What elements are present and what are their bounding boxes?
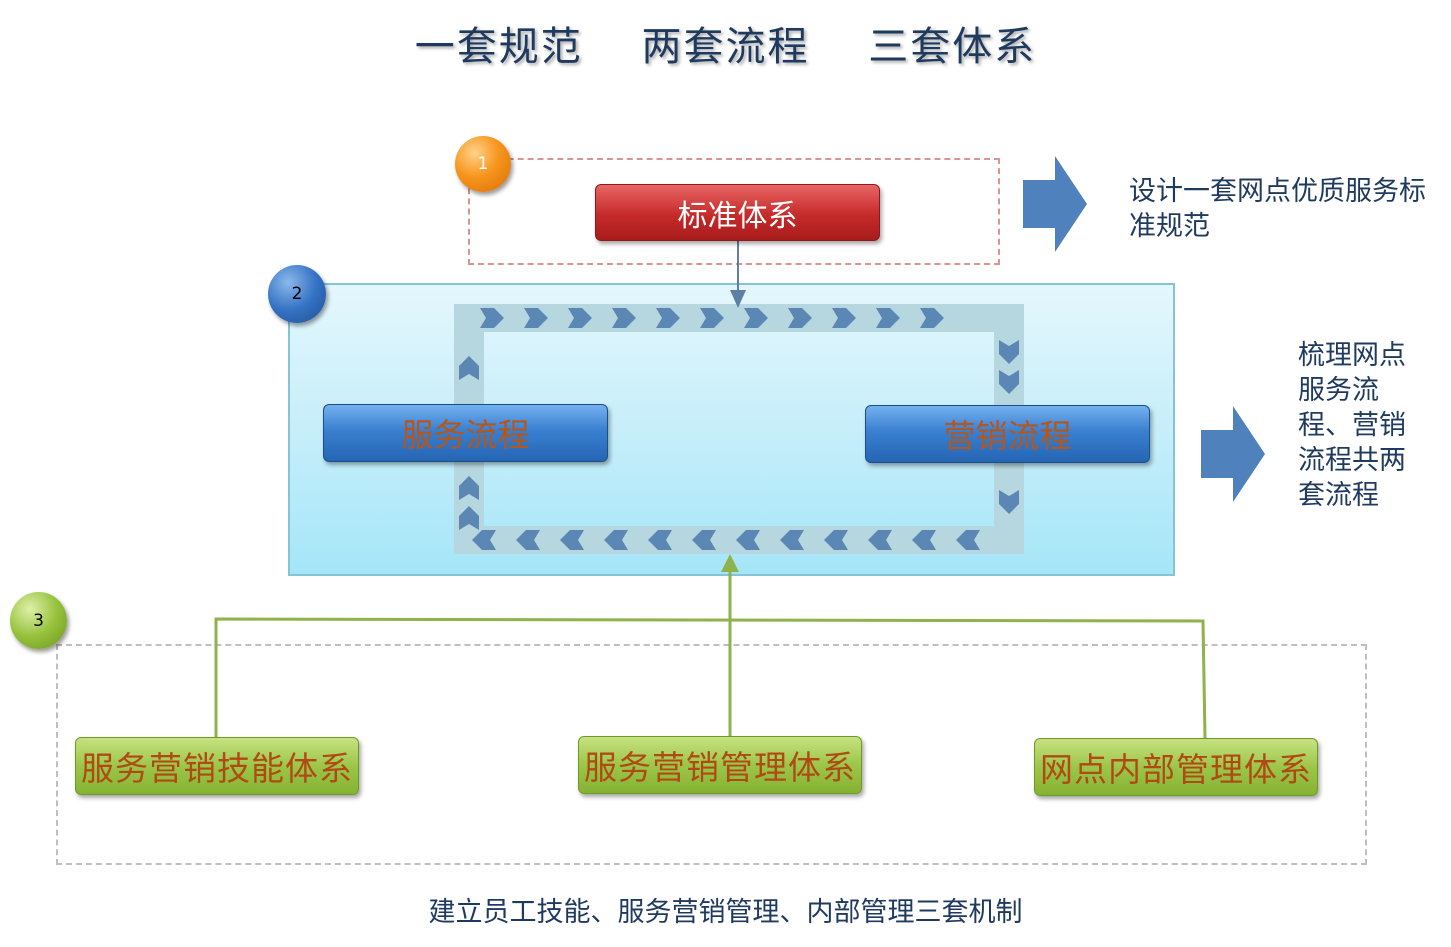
chevron-left-14 bbox=[824, 530, 848, 550]
systems-bracket-line bbox=[214, 617, 1207, 739]
standard-system-button[interactable]: 标准体系 bbox=[595, 184, 880, 241]
title-part-1: 一套规范 bbox=[414, 24, 583, 70]
standard-description: 设计一套网点优质服务标准规范 bbox=[1129, 176, 1426, 242]
badge-1: 1 bbox=[455, 136, 511, 192]
chevron-right-7 bbox=[788, 308, 812, 328]
internal-system-button[interactable]: 网点内部管理体系 bbox=[1034, 738, 1318, 796]
badge-3: 3 bbox=[10, 592, 67, 649]
chevron-left-21 bbox=[516, 530, 540, 550]
chevron-left-11 bbox=[956, 530, 980, 550]
service-process-button[interactable]: 服务流程 bbox=[323, 404, 608, 462]
arrow-right-1-icon bbox=[1023, 156, 1087, 252]
chevron-left-13 bbox=[868, 530, 892, 550]
green-arrowhead-icon bbox=[721, 554, 739, 572]
chevron-up-26 bbox=[459, 506, 479, 530]
badge-2: 2 bbox=[268, 265, 326, 323]
chevron-down-23 bbox=[999, 340, 1019, 364]
marketing-process-label: 营销流程 bbox=[943, 417, 1072, 455]
chevron-left-12 bbox=[912, 530, 936, 550]
chevron-right-6 bbox=[744, 308, 768, 328]
page-title: 一套规范 两套流程 三套体系 bbox=[0, 14, 1451, 72]
title-part-3: 三套体系 bbox=[868, 24, 1037, 70]
service-process-label: 服务流程 bbox=[401, 416, 530, 454]
systems-description: 建立员工技能、服务营销管理、内部管理三套机制 bbox=[428, 897, 1023, 928]
chevron-left-20 bbox=[560, 530, 584, 550]
marketing-process-button[interactable]: 营销流程 bbox=[865, 405, 1150, 463]
chevron-right-9 bbox=[876, 308, 900, 328]
standard-dashed-frame bbox=[468, 158, 1000, 265]
chevron-up-28 bbox=[459, 356, 479, 380]
chevron-left-16 bbox=[736, 530, 760, 550]
chevron-right-2 bbox=[568, 308, 592, 328]
systems-connectors bbox=[214, 570, 1207, 739]
chevron-right-10 bbox=[920, 308, 944, 328]
skill-system-button[interactable]: 服务营销技能体系 bbox=[75, 737, 359, 795]
arrow-right-2-icon bbox=[1201, 406, 1265, 502]
chevron-right-8 bbox=[832, 308, 856, 328]
chevron-left-19 bbox=[604, 530, 628, 550]
chevron-right-3 bbox=[612, 308, 636, 328]
chevron-down-25 bbox=[999, 490, 1019, 514]
standard-system-label: 标准体系 bbox=[677, 198, 798, 234]
title-part-2: 两套流程 bbox=[641, 24, 810, 70]
chevron-left-15 bbox=[780, 530, 804, 550]
management-system-label: 服务营销管理体系 bbox=[584, 748, 856, 787]
chevron-left-18 bbox=[648, 530, 672, 550]
systems-dashed-frame bbox=[56, 644, 1367, 865]
chevron-left-17 bbox=[692, 530, 716, 550]
management-system-button[interactable]: 服务营销管理体系 bbox=[578, 736, 862, 794]
chevron-right-1 bbox=[524, 308, 548, 328]
chevron-down-24 bbox=[999, 370, 1019, 394]
chevron-left-22 bbox=[472, 530, 496, 550]
process-description: 梳理网点服务流程、营销流程共两套流程 bbox=[1298, 340, 1406, 511]
internal-system-label: 网点内部管理体系 bbox=[1040, 750, 1312, 789]
chevron-right-0 bbox=[480, 308, 504, 328]
chevron-right-4 bbox=[656, 308, 680, 328]
skill-system-label: 服务营销技能体系 bbox=[81, 749, 353, 788]
chevron-right-5 bbox=[700, 308, 724, 328]
chevron-up-27 bbox=[459, 476, 479, 500]
